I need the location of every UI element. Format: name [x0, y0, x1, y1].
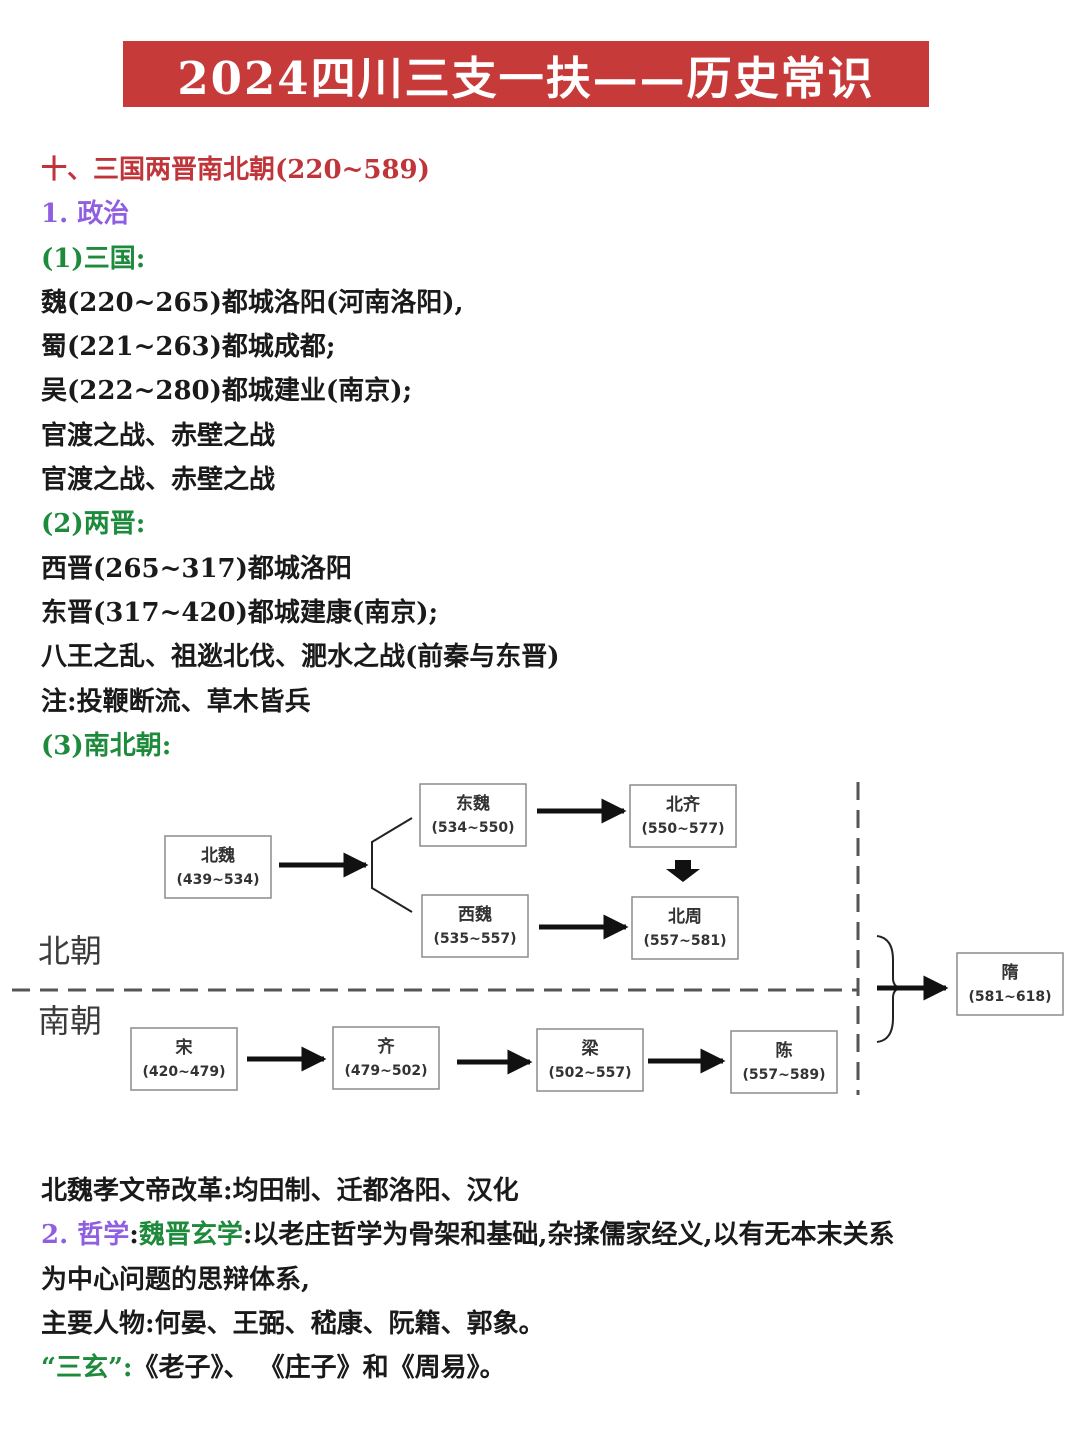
box-years: (557~581) — [644, 933, 727, 949]
box-chen: 陈 (557~589) — [730, 1030, 838, 1094]
north-dynasties-label: 北朝 — [38, 932, 102, 970]
box-name: 梁 — [581, 1038, 600, 1059]
box-song: 宋 (420~479) — [130, 1027, 238, 1091]
philosophy-desc: :以老庄哲学为骨架和基础,杂揉儒家经义,以有无本末关系 — [242, 1220, 895, 1251]
box-name: 宋 — [175, 1037, 193, 1058]
page-title: 2024四川三支一扶——历史常识 — [177, 51, 875, 105]
philosophy-number: 2. 哲学 — [41, 1220, 130, 1251]
box-name: 陈 — [776, 1040, 793, 1061]
three-kingdoms-heading: (1)三国: — [41, 243, 146, 274]
two-jin-heading: (2)两晋: — [41, 509, 146, 540]
text-line: 注:投鞭断流、草木皆兵 — [41, 686, 311, 717]
text-line: 官渡之战、赤壁之战 — [41, 465, 276, 496]
box-years: (439~534) — [177, 872, 260, 888]
split-bracket — [371, 817, 413, 913]
title-banner: 2024四川三支一扶——历史常识 — [123, 41, 929, 107]
figures-line: 主要人物:何晏、王弼、嵇康、阮籍、郭象。 — [41, 1308, 545, 1339]
box-years: (581~618) — [969, 989, 1052, 1005]
box-dongwei: 东魏 (534~550) — [419, 783, 527, 847]
sanxuan-desc: 《老子》、 《庄子》和《周易》。 — [132, 1353, 506, 1384]
box-beiqi: 北齐 (550~577) — [629, 784, 737, 848]
box-sui: 隋 (581~618) — [956, 952, 1064, 1016]
box-beiwei: 北魏 (439~534) — [164, 835, 272, 899]
philosophy-colon: : — [129, 1220, 139, 1251]
text-line: 八王之乱、祖逖北伐、淝水之战(前秦与东晋) — [41, 642, 560, 673]
box-years: (557~589) — [743, 1067, 826, 1083]
box-name: 东魏 — [456, 793, 490, 814]
box-name: 西魏 — [458, 904, 492, 925]
south-dynasties-label: 南朝 — [38, 1002, 102, 1040]
section-heading: 十、三国两晋南北朝(220~589) — [41, 155, 430, 185]
box-name: 隋 — [1002, 962, 1019, 983]
text-line: 官渡之战、赤壁之战 — [41, 420, 276, 451]
sanxuan-line: “三玄”:《老子》、 《庄子》和《周易》。 — [41, 1346, 1051, 1390]
box-years: (534~550) — [432, 820, 515, 836]
sanxuan-term: “三玄”: — [41, 1353, 133, 1384]
box-name: 北魏 — [201, 845, 235, 866]
box-name: 北齐 — [666, 794, 701, 815]
philosophy-term: 魏晋玄学 — [138, 1220, 243, 1251]
box-liang: 梁 (502~557) — [536, 1028, 644, 1092]
main-content: 十、三国两晋南北朝(220~589) 1. 政治 (1)三国: 魏(220~26… — [41, 148, 1051, 768]
text-line: 蜀(221~263)都城成都; — [41, 332, 336, 363]
bottom-content: 北魏孝文帝改革:均田制、迁都洛阳、汉化 2. 哲学:魏晋玄学:以老庄哲学为骨架和… — [41, 1169, 1051, 1390]
box-years: (535~557) — [434, 931, 517, 947]
box-years: (420~479) — [143, 1064, 226, 1080]
politics-heading: 1. 政治 — [41, 199, 130, 230]
box-years: (479~502) — [345, 1063, 428, 1079]
box-beizhou: 北周 (557~581) — [631, 896, 739, 960]
text-line: 吴(222~280)都城建业(南京); — [41, 376, 413, 407]
philosophy-line: 2. 哲学:魏晋玄学:以老庄哲学为骨架和基础,杂揉儒家经义,以有无本末关系 — [41, 1213, 1051, 1257]
dynasty-diagram: 北朝 南朝 北魏 (439~534) 东魏 (534~550) 西魏 (535~… — [0, 770, 1080, 1110]
north-south-heading: (3)南北朝: — [41, 730, 172, 761]
box-qi: 齐 (479~502) — [332, 1026, 440, 1090]
box-name: 齐 — [378, 1036, 396, 1057]
text-line: 西晋(265~317)都城洛阳 — [41, 553, 352, 584]
reform-line: 北魏孝文帝改革:均田制、迁都洛阳、汉化 — [41, 1176, 519, 1206]
box-years: (550~577) — [642, 821, 725, 837]
box-name: 北周 — [668, 907, 702, 927]
arrow-beiqi-beizhou — [666, 860, 700, 882]
philosophy-desc-cont: 为中心问题的思辩体系, — [41, 1264, 311, 1295]
text-line: 东晋(317~420)都城建康(南京); — [41, 597, 439, 628]
box-xiwei: 西魏 (535~557) — [421, 894, 529, 958]
box-years: (502~557) — [549, 1065, 632, 1081]
text-line: 魏(220~265)都城洛阳(河南洛阳), — [41, 287, 464, 318]
